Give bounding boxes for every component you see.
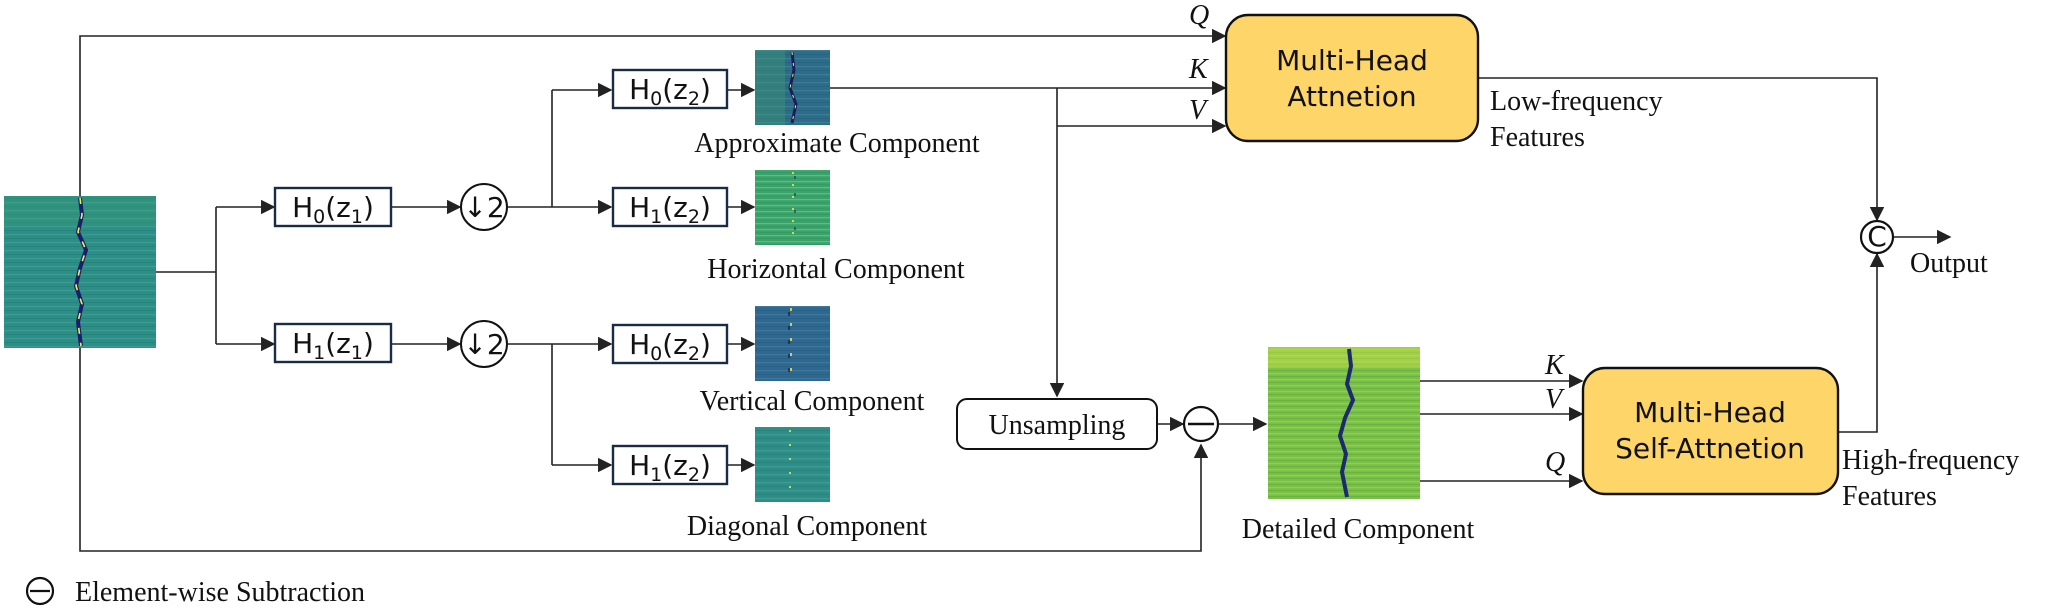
filter-h0-z2-vert: H0(z2) [611,323,729,365]
concat-icon: C [1859,219,1895,255]
filter-arg: z [673,449,688,482]
svg-text:H1(z1): H1(z1) [292,327,374,364]
attention-high-line1: Multi-Head [1634,396,1786,429]
attention-high-line2: Self-Attnetion [1615,432,1805,465]
approximate-component-image [755,50,830,125]
approximate-component-label: Approximate Component [694,128,980,159]
filter-h0-z1: H0(z1) [273,186,393,228]
filter-sub: 1 [650,464,662,486]
filter-sub: 0 [650,88,662,110]
filter-arg: z [336,327,351,360]
filter-base: H [629,191,650,224]
filter-arg: z [673,73,688,106]
downsample-symbol: ↓2 [463,328,504,361]
query-label-high: Q [1545,447,1565,478]
filter-base: H [629,73,650,106]
detailed-component-label: Detailed Component [1242,514,1475,545]
filter-arg: z [673,191,688,224]
filter-arg: z [673,328,688,361]
connection-wires [79,28,1952,552]
output-label: Output [1910,248,1988,279]
filter-h1-z2-diag: H1(z2) [611,444,729,486]
downsample-lower: ↓2 [460,320,508,368]
filter-sub: 1 [650,206,662,228]
filter-h1-z1: H1(z1) [273,322,393,364]
vertical-component-label: Vertical Component [700,386,925,417]
subtraction-icon [1182,405,1220,443]
key-label-low: K [1188,54,1209,85]
filter-argsub: 1 [351,206,363,228]
filter-sub: 0 [313,206,325,228]
diagonal-component-label: Diagonal Component [687,511,928,542]
filter-base: H [292,191,313,224]
subtraction-legend-label: Element-wise Subtraction [75,577,365,608]
detailed-component-image [1268,347,1420,499]
svg-text:H1(z2): H1(z2) [629,191,711,228]
high-frequency-label-line2: Features [1842,481,1937,512]
svg-text:H1(z2): H1(z2) [629,449,711,486]
svg-text:H0(z2): H0(z2) [629,328,711,365]
key-label-high: K [1544,350,1565,381]
multi-head-self-attention-high: Multi-Head Self-Attnetion [1581,366,1840,496]
filter-base: H [292,327,313,360]
filter-argsub: 2 [688,88,700,110]
filter-argsub: 2 [688,206,700,228]
upsampling-label: Unsampling [989,410,1126,441]
horizontal-component-image [755,170,830,245]
multi-head-attention-low: Multi-Head Attnetion [1224,13,1480,143]
filter-argsub: 2 [688,464,700,486]
filter-h0-z2-approx: H0(z2) [611,68,729,110]
low-frequency-label-line2: Features [1490,122,1585,153]
downsample-symbol: ↓2 [463,191,504,224]
upsampling-box: Unsampling [956,398,1158,450]
svg-text:H0(z2): H0(z2) [629,73,711,110]
downsample-upper: ↓2 [460,183,508,231]
attention-low-line2: Attnetion [1287,80,1416,113]
value-label-high: V [1545,384,1565,415]
attention-low-line1: Multi-Head [1276,44,1428,77]
legend: Element-wise Subtraction [25,576,365,608]
value-label-low: V [1189,95,1209,126]
vertical-component-image [755,306,830,381]
high-frequency-label-line1: High-frequency [1842,445,2019,476]
filter-argsub: 1 [351,342,363,364]
subtraction-legend-icon [25,576,55,606]
low-frequency-label-line1: Low-frequency [1490,86,1663,117]
filter-argsub: 2 [688,343,700,365]
svg-text:H0(z1): H0(z1) [292,191,374,228]
horizontal-component-label: Horizontal Component [707,254,965,285]
query-label-low: Q [1189,0,1209,31]
filter-arg: z [336,191,351,224]
diagonal-component-image [755,427,830,502]
filter-sub: 0 [650,343,662,365]
filter-sub: 1 [313,342,325,364]
filter-base: H [629,449,650,482]
input-feature-map [4,196,156,348]
concat-symbol: C [1867,220,1887,253]
filter-h1-z2-horiz: H1(z2) [611,186,729,228]
filter-base: H [629,328,650,361]
